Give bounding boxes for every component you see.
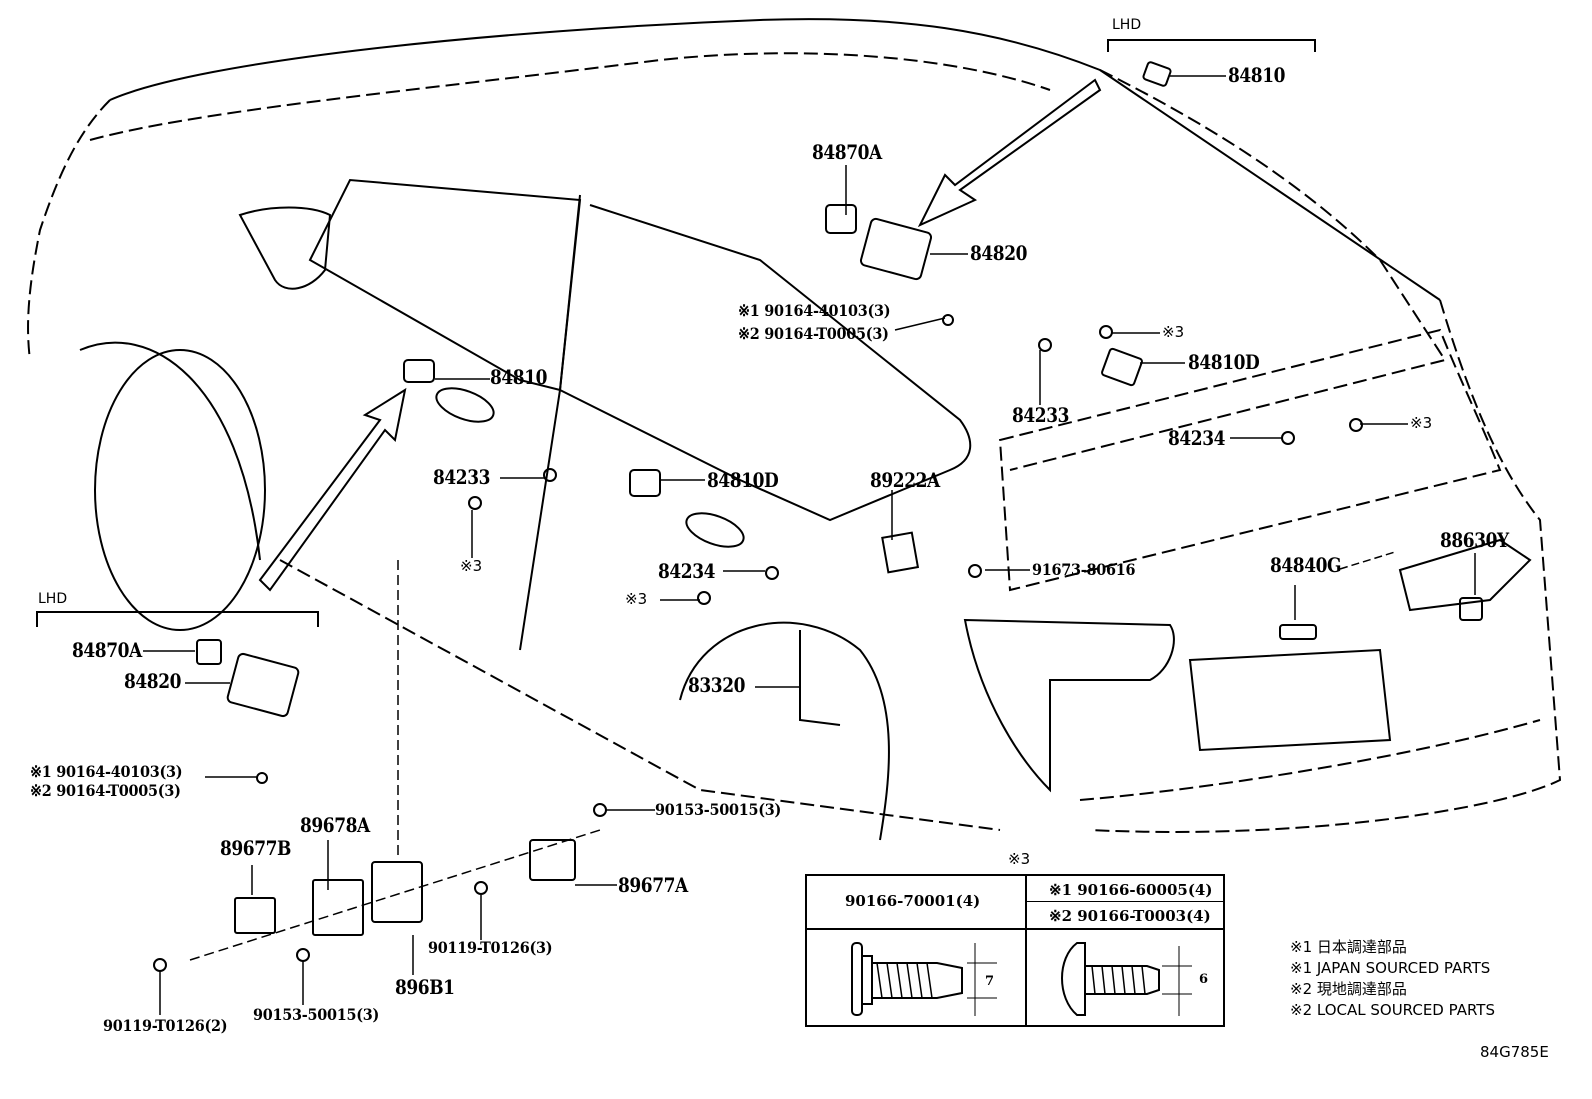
legend-item-1-jp: ※1 日本調達部品 bbox=[1290, 938, 1407, 956]
lhd-left-bracket bbox=[36, 611, 319, 627]
part-label-90153-50015-bottom[interactable]: 90153-50015(3) bbox=[253, 1005, 380, 1024]
part-label-88630Y[interactable]: 88630Y bbox=[1440, 528, 1509, 552]
ref-note-3-right-a: ※3 bbox=[1162, 323, 1185, 341]
rear-hatch-side bbox=[1089, 299, 1562, 833]
part-label-84234-right[interactable]: 84234 bbox=[1168, 426, 1226, 450]
part-label-89222A[interactable]: 89222A bbox=[870, 468, 940, 492]
part-label-84810D-door[interactable]: 84810D bbox=[707, 468, 779, 492]
front-window bbox=[308, 178, 582, 392]
part-label-84820-left[interactable]: 84820 bbox=[124, 669, 182, 693]
part-label-84810D-right[interactable]: 84810D bbox=[1188, 350, 1260, 374]
screw-6mm-illustration bbox=[1061, 942, 1192, 1016]
legend-item-1-en: ※1 JAPAN SOURCED PARTS bbox=[1290, 959, 1491, 977]
screw-7mm-illustration bbox=[851, 942, 997, 1016]
part-label-84233-door[interactable]: 84233 bbox=[433, 465, 491, 489]
fastener-label-90164-T0005-left[interactable]: ※2 90164-T0005(3) bbox=[30, 781, 181, 800]
fastener-label-90164-T0005-top[interactable]: ※2 90164-T0005(3) bbox=[738, 324, 889, 343]
table-divider-horizontal bbox=[807, 928, 1223, 930]
table-cell-90166-70001: 90166-70001(4) bbox=[845, 892, 981, 910]
part-sketches bbox=[153, 61, 1483, 972]
front-hood bbox=[27, 99, 111, 361]
fastener-label-90164-40103-left[interactable]: ※1 90164-40103(3) bbox=[30, 762, 183, 781]
part-label-84233-right[interactable]: 84233 bbox=[1012, 403, 1070, 427]
side-mirror bbox=[238, 206, 332, 290]
tail-lamp-left bbox=[963, 618, 1175, 793]
ref-note-3-door: ※3 bbox=[460, 557, 483, 575]
part-label-84820-top[interactable]: 84820 bbox=[970, 241, 1028, 265]
part-label-84870A-left[interactable]: 84870A bbox=[72, 638, 142, 662]
fastener-table-title: ※3 bbox=[1008, 850, 1031, 868]
part-label-90153-50015-top[interactable]: 90153-50015(3) bbox=[655, 800, 782, 819]
tail-lamp-right bbox=[1398, 538, 1532, 612]
part-label-90119-T0126-mid[interactable]: 90119-T0126(3) bbox=[428, 938, 553, 957]
part-label-84870A-top[interactable]: 84870A bbox=[812, 140, 882, 164]
rear-bumper bbox=[1079, 719, 1541, 801]
arrow-left bbox=[258, 387, 407, 592]
lhd-top-bracket bbox=[1107, 39, 1316, 52]
diagram-id-code: 84G785E bbox=[1480, 1043, 1549, 1061]
roof-line bbox=[109, 18, 1441, 301]
arrow-top bbox=[917, 78, 1102, 228]
lhd-label-top: LHD bbox=[1112, 17, 1142, 33]
fastener-label-90164-40103-top[interactable]: ※1 90164-40103(3) bbox=[738, 301, 891, 320]
part-label-89677A[interactable]: 89677A bbox=[618, 873, 688, 897]
part-label-84810-top[interactable]: 84810 bbox=[1228, 63, 1286, 87]
dimension-7: 7 bbox=[985, 974, 995, 989]
part-label-84234-mid[interactable]: 84234 bbox=[658, 559, 716, 583]
front-wheel-arch bbox=[79, 341, 261, 561]
part-label-84840G[interactable]: 84840G bbox=[1270, 553, 1342, 577]
rear-wheel-arch bbox=[679, 621, 890, 841]
part-label-896B1[interactable]: 896B1 bbox=[395, 975, 455, 999]
b-pillar bbox=[519, 194, 581, 651]
front-wheel bbox=[94, 349, 266, 631]
dimension-6: 6 bbox=[1199, 972, 1209, 987]
legend-item-2-en: ※2 LOCAL SOURCED PARTS bbox=[1290, 1001, 1495, 1019]
part-label-91673-80616[interactable]: 91673-80616 bbox=[1032, 560, 1136, 579]
part-label-84810-door[interactable]: 84810 bbox=[490, 365, 548, 389]
table-divider-sub bbox=[1027, 901, 1223, 902]
rear-window bbox=[998, 328, 1502, 592]
rear-door-window bbox=[559, 204, 972, 522]
roof-inner-line bbox=[89, 52, 1051, 141]
rocker bbox=[279, 559, 1001, 831]
lhd-label-left: LHD bbox=[38, 591, 68, 607]
table-cell-90166-T0003: ※2 90166-T0003(4) bbox=[1049, 907, 1211, 925]
ref-note-3-mid: ※3 bbox=[625, 590, 648, 608]
fastener-table: 90166-70001(4) ※1 90166-60005(4) ※2 9016… bbox=[805, 874, 1225, 1027]
part-label-83320[interactable]: 83320 bbox=[688, 673, 746, 697]
legend-item-2-jp: ※2 現地調達部品 bbox=[1290, 980, 1407, 998]
license-plate bbox=[1188, 648, 1392, 752]
table-cell-90166-60005: ※1 90166-60005(4) bbox=[1049, 881, 1213, 899]
part-label-89678A[interactable]: 89678A bbox=[300, 813, 370, 837]
rear-hatch-top bbox=[1009, 69, 1447, 471]
table-divider-vertical bbox=[1025, 876, 1027, 1025]
part-label-90119-T0126-bottom[interactable]: 90119-T0126(2) bbox=[103, 1016, 228, 1035]
ref-note-3-right-b: ※3 bbox=[1410, 414, 1433, 432]
part-label-89677B[interactable]: 89677B bbox=[220, 836, 291, 860]
